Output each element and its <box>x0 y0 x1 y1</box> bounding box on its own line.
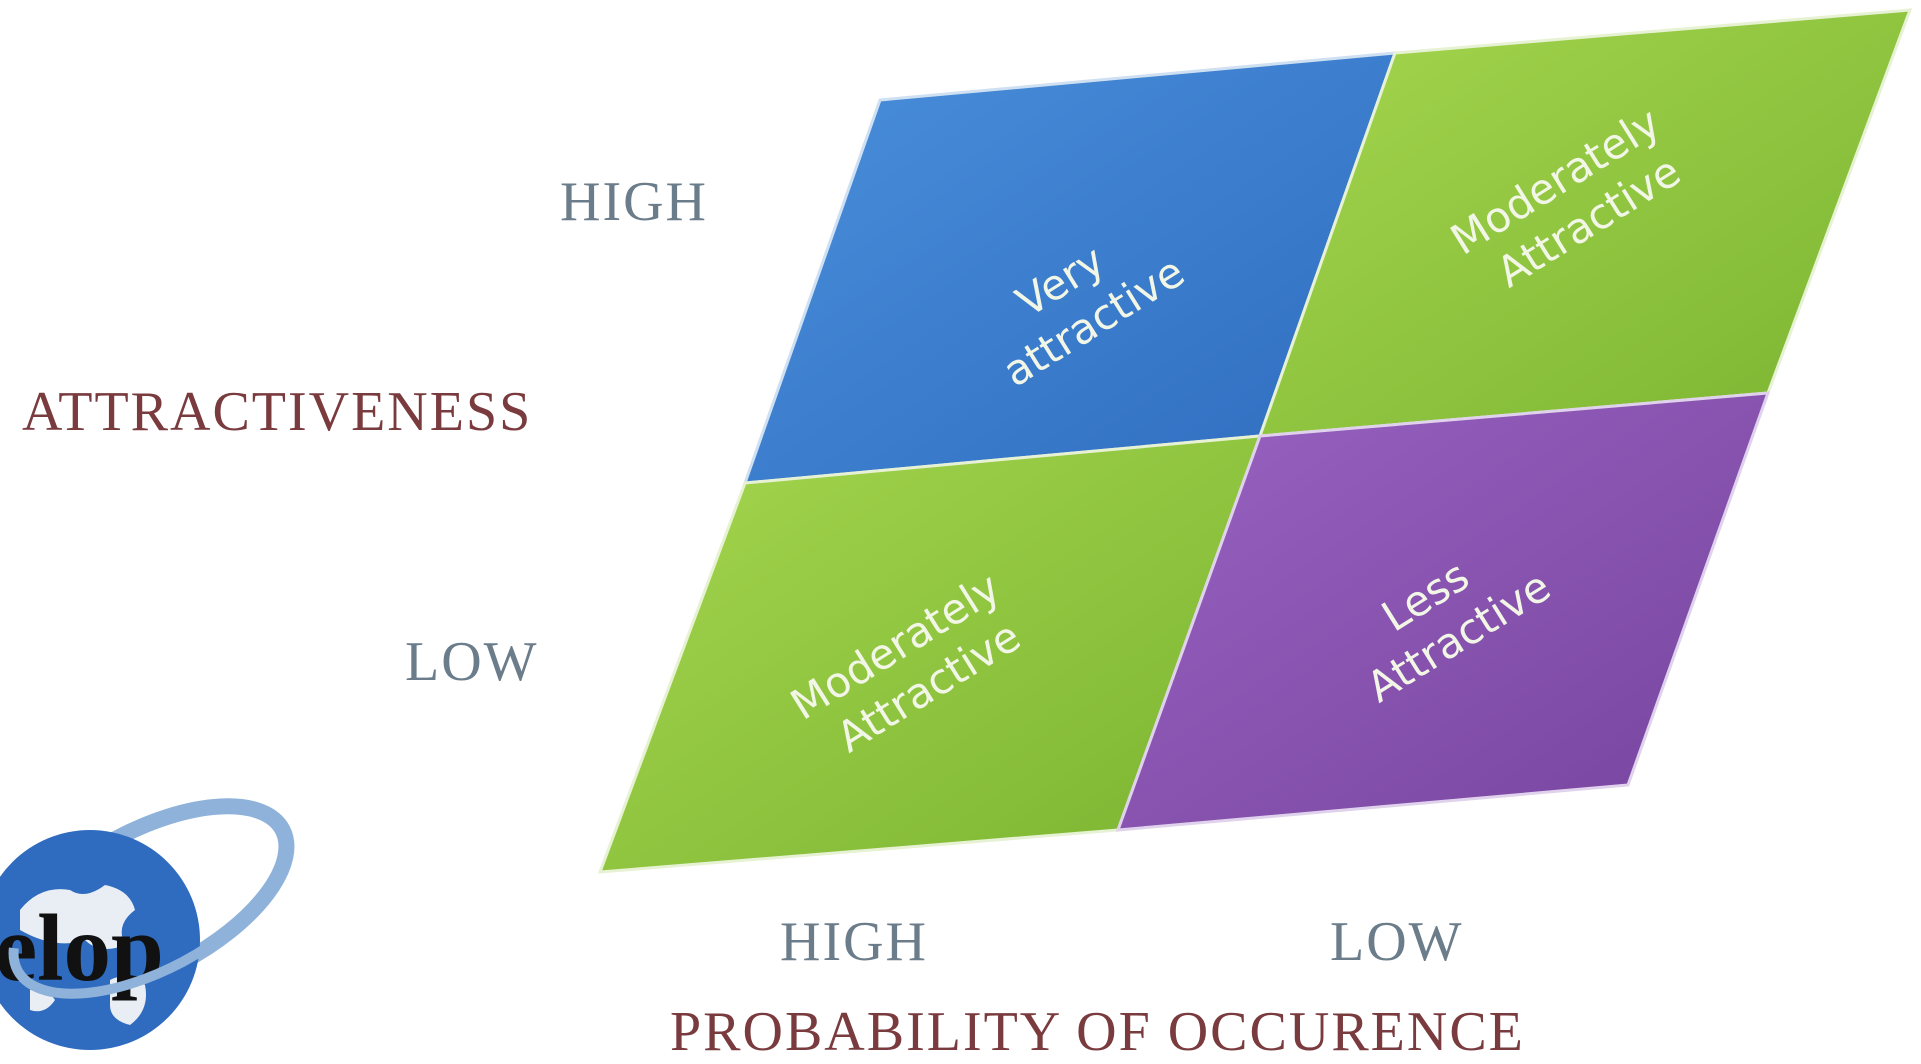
y-axis-title: ATTRACTIVENESS <box>22 381 533 443</box>
cell-bottom-left: Moderately Attractive <box>597 434 1263 874</box>
cell-top-left: Very attractive <box>742 51 1398 485</box>
x-axis-low-label: LOW <box>1330 911 1464 973</box>
x-axis-title: PROBABILITY OF OCCURENCE <box>670 1001 1525 1063</box>
globe-orbit-logo-icon: elop <box>0 798 295 1050</box>
x-axis-high-label: HIGH <box>780 911 928 973</box>
cell-bottom-right: Less Attractive <box>1115 391 1771 832</box>
y-axis-low-label: LOW <box>405 631 539 693</box>
y-axis-high-label: HIGH <box>560 171 708 233</box>
